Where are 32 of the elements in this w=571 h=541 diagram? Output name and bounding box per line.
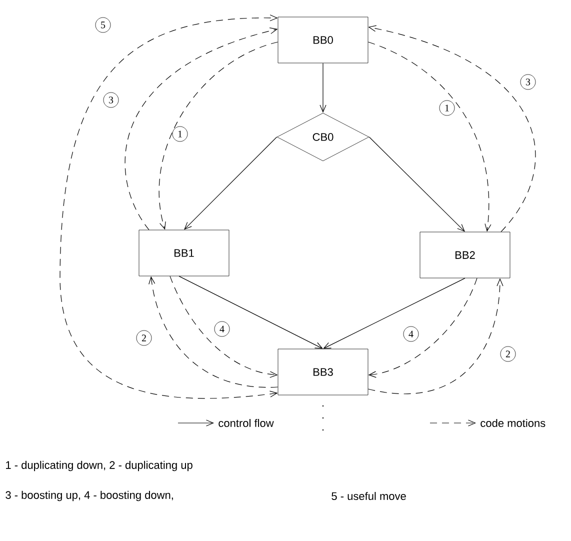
arrow [178, 276, 323, 349]
circled-number: 1 [172, 126, 188, 142]
legend-note: 5 - useful move [332, 492, 406, 500]
block-box: BB0 [278, 16, 368, 64]
dashed-arrow [158, 42, 278, 230]
arrow [323, 278, 466, 349]
circled-number: 1 [439, 100, 455, 116]
arrow [184, 136, 278, 230]
dashed-arrow [368, 25, 536, 232]
circled-number: 4 [214, 321, 230, 337]
arrow [368, 136, 465, 232]
dashed-arrow [60, 14, 278, 399]
circled-number: 3 [520, 74, 536, 90]
block-box: BB1 [138, 230, 230, 276]
dashed-arrow [368, 278, 504, 394]
circled-number: 5 [95, 17, 111, 33]
dashed-arrow [148, 276, 278, 388]
circled-number: 2 [136, 330, 152, 346]
legend-label: code motions [480, 418, 546, 428]
arrow [320, 62, 326, 113]
dashed-arrow [124, 28, 278, 230]
block-box: BB3 [278, 348, 368, 396]
dashed-arrow [368, 42, 492, 232]
dashed-arrow [170, 276, 278, 378]
circled-number: 3 [103, 92, 119, 108]
dashed-arrow [368, 278, 478, 378]
legend-label: control flow [218, 418, 274, 428]
circled-number: 4 [403, 326, 419, 342]
circled-number: 2 [500, 346, 516, 362]
legend-note: 1 - duplicating down, 2 - duplicating up [6, 460, 192, 472]
legend-note: 3 - boosting up, 4 - boosting down, [6, 490, 173, 502]
block-box: BB2 [420, 232, 510, 278]
